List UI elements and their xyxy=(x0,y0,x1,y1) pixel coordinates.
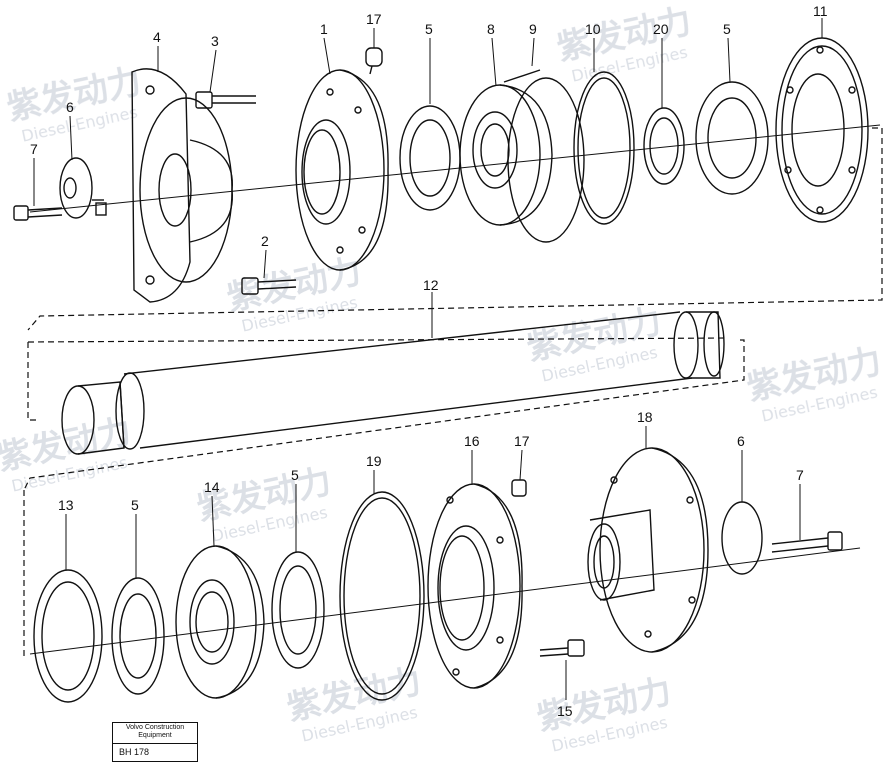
callout-12: 12 xyxy=(423,277,439,293)
callout-18: 18 xyxy=(637,409,653,425)
callout-19: 19 xyxy=(366,453,382,469)
ring-20 xyxy=(643,107,685,185)
caption-company: Volvo Construction xyxy=(125,724,185,731)
shaft-12 xyxy=(23,306,745,491)
seal-13 xyxy=(33,569,103,703)
bolt-7-top xyxy=(13,205,63,221)
bolt-3 xyxy=(195,91,256,109)
bolt-2 xyxy=(241,277,297,295)
seal-5-bottom-b xyxy=(271,551,325,669)
watermark: 紫发动力 Diesel-Engines xyxy=(4,61,145,145)
top-assembly xyxy=(13,37,883,331)
callout-labels: 17 4 3 1 5 8 9 10 20 5 11 6 7 2 12 18 16… xyxy=(30,3,828,719)
seal-5-top-a xyxy=(399,105,461,211)
seal-5-top-b xyxy=(695,81,769,195)
callout-8: 8 xyxy=(487,21,495,37)
watermark: 紫发动力 Diesel-Engines xyxy=(284,661,425,745)
bearing-14 xyxy=(175,545,265,699)
leader-lines xyxy=(33,18,823,700)
caption-division: Equipment xyxy=(138,732,172,739)
callout-15: 15 xyxy=(557,703,573,719)
cover-11 xyxy=(775,37,869,223)
callout-6-bottom: 6 xyxy=(737,433,745,449)
bearing-8 xyxy=(459,84,553,226)
callout-2: 2 xyxy=(261,233,269,249)
yoke-flange-4 xyxy=(131,68,233,303)
callout-13: 13 xyxy=(58,497,74,513)
watermark: 紫发动力 Diesel-Engines xyxy=(0,411,135,495)
callout-17-top: 17 xyxy=(366,11,382,27)
callout-5-top-b: 5 xyxy=(723,21,731,37)
caption-box: Volvo Construction Equipment BH 178 xyxy=(112,722,198,762)
callout-7-bottom: 7 xyxy=(796,467,804,483)
watermark: 紫发动力 Diesel-Engines xyxy=(194,461,335,545)
plug-17-top xyxy=(365,47,383,75)
callout-5-bottom-b: 5 xyxy=(291,467,299,483)
callout-1: 1 xyxy=(320,21,328,37)
callout-20: 20 xyxy=(653,21,669,37)
seal-5-bottom-a xyxy=(111,577,165,695)
o-ring-19 xyxy=(339,491,425,701)
callout-17-bottom: 17 xyxy=(514,433,530,449)
callout-7-top: 7 xyxy=(30,141,38,157)
housing-1 xyxy=(295,69,389,271)
flange-18 xyxy=(587,447,709,653)
watermark-layer: 紫发动力 Diesel-Engines 紫发动力 Diesel-Engines … xyxy=(0,1,885,755)
watermark: 紫发动力 Diesel-Engines xyxy=(534,671,675,755)
callout-5-bottom-a: 5 xyxy=(131,497,139,513)
callout-9: 9 xyxy=(529,21,537,37)
callout-6-top: 6 xyxy=(66,99,74,115)
o-ring-10 xyxy=(573,71,635,225)
housing-16 xyxy=(427,483,523,689)
callout-5-top-a: 5 xyxy=(425,21,433,37)
bolt-7-bottom xyxy=(771,531,843,553)
callout-14: 14 xyxy=(204,479,220,495)
callout-3: 3 xyxy=(211,33,219,49)
plug-17-bottom xyxy=(511,479,527,497)
caption-drawing-code: BH 178 xyxy=(119,747,150,757)
watermark: 紫发动力 Diesel-Engines xyxy=(524,301,665,385)
bolt-15 xyxy=(539,639,585,657)
bottom-assembly xyxy=(23,447,861,703)
watermark: 紫发动力 Diesel-Engines xyxy=(554,1,695,85)
snap-ring-9 xyxy=(503,69,585,243)
washer-6-top xyxy=(59,157,107,219)
callout-10: 10 xyxy=(585,21,601,37)
watermark: 紫发动力 Diesel-Engines xyxy=(744,341,885,425)
callout-16: 16 xyxy=(464,433,480,449)
callout-11: 11 xyxy=(813,3,828,19)
callout-4: 4 xyxy=(153,29,161,45)
caption-divider xyxy=(113,743,197,744)
